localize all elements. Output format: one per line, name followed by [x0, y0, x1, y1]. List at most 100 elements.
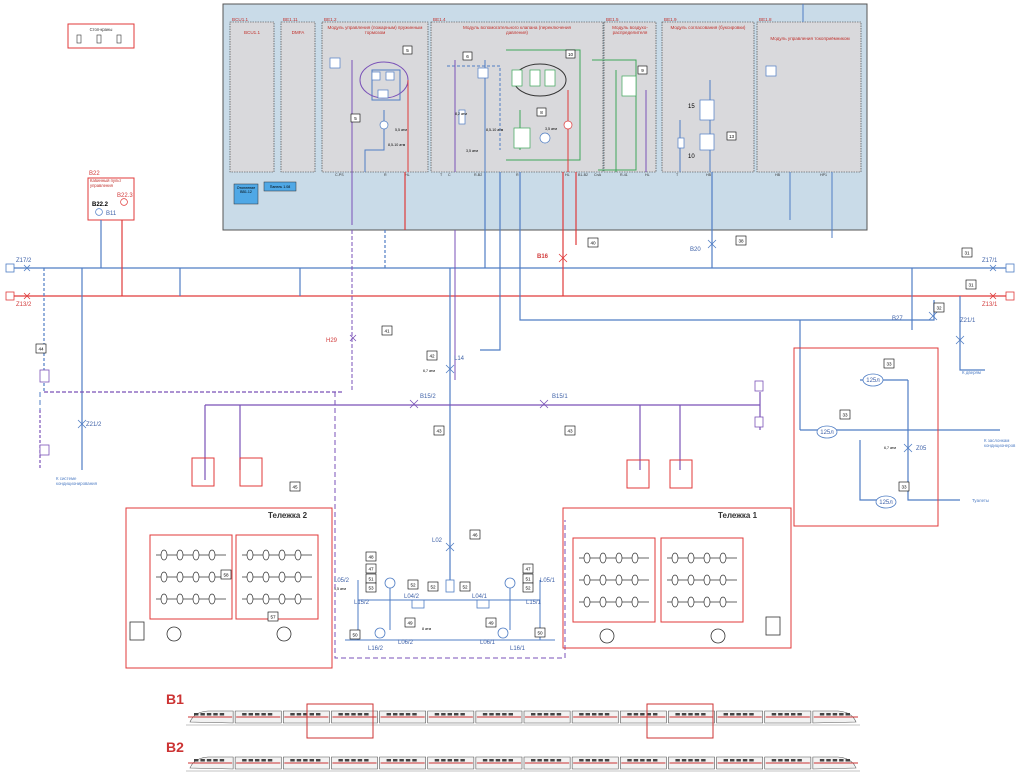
marker-number: 58 — [223, 573, 229, 578]
marker-box — [365, 582, 377, 593]
brake-cylinder-icon — [687, 552, 695, 564]
marker-number: 38 — [738, 239, 744, 244]
car-window — [482, 759, 488, 762]
svg-text:125л: 125л — [866, 378, 880, 384]
pipe-labels: Z17/2 Z13/2 Z17/1 Z13/1 B16 B20 B27 Z21/… — [16, 247, 998, 652]
brake-cylinder-icon — [583, 574, 591, 586]
marker-box — [289, 481, 301, 492]
car-window — [771, 759, 777, 762]
svg-text:B16: B16 — [537, 254, 549, 260]
main-pipes — [12, 172, 1012, 580]
car-window — [364, 759, 369, 762]
car-window — [290, 759, 295, 762]
gauge-icon — [95, 208, 103, 216]
brake-cylinder-icon — [583, 596, 591, 608]
end-valves — [5, 239, 1015, 552]
car-window — [730, 713, 735, 716]
car-window — [508, 713, 513, 716]
valve-icon — [477, 67, 489, 79]
train-b1: B1 — [166, 691, 860, 739]
svg-text:8 атм: 8 атм — [422, 627, 432, 631]
marker-box — [459, 581, 471, 592]
car-window — [604, 713, 610, 716]
module-port-labels: C-PS R HL T C R-B2 R HL B1-B2 CnA R-41 H… — [335, 173, 827, 177]
svg-text:H29: H29 — [326, 338, 338, 344]
brake-cylinder-icon — [192, 571, 200, 583]
gauge-icon — [504, 577, 516, 589]
marker-number: 50 — [352, 633, 358, 638]
marker-number: 43 — [436, 429, 442, 434]
car-window — [694, 713, 700, 716]
svg-text:B22.3: B22.3 — [117, 193, 133, 199]
svg-text:R: R — [516, 173, 519, 177]
marker-box — [933, 302, 945, 313]
marker-box — [883, 358, 895, 369]
panel-blue-labels: Отопление BB1.12 Панель 1.08 — [233, 181, 297, 205]
car-window — [592, 759, 597, 762]
car-window — [681, 759, 687, 762]
end-cock-icon — [5, 291, 15, 301]
marker-box — [485, 617, 497, 628]
end-cock-icon — [1005, 263, 1015, 273]
marker-number: 42 — [429, 354, 435, 359]
svg-text:BCU1.1: BCU1.1 — [232, 17, 249, 22]
brake-cylinder-icon — [160, 593, 168, 605]
car-window — [309, 713, 314, 716]
svg-text:C-PS: C-PS — [335, 173, 344, 177]
svg-text:B20: B20 — [690, 247, 701, 253]
valve-icon — [539, 132, 551, 144]
brake-cylinder-icon — [631, 574, 639, 586]
car-window — [242, 713, 247, 716]
car-window — [627, 759, 632, 762]
svg-text:6,7 атм: 6,7 атм — [423, 369, 436, 373]
svg-text:HB: HB — [775, 173, 781, 177]
module-boxes — [229, 21, 862, 173]
svg-text:L16/1: L16/1 — [510, 646, 526, 652]
car-window — [832, 713, 838, 716]
car-window — [749, 713, 754, 716]
svg-text:R-41: R-41 — [620, 173, 628, 177]
svg-text:R-B2: R-B2 — [474, 173, 482, 177]
brake-cylinder-icon — [599, 596, 607, 608]
car-window — [393, 713, 398, 716]
marker-box — [404, 617, 416, 628]
valve-icon — [409, 399, 419, 409]
car-window — [592, 713, 597, 716]
car-window — [688, 713, 693, 716]
car-window — [784, 759, 789, 762]
car-window — [543, 713, 549, 716]
car-window — [434, 759, 440, 762]
car-window — [502, 713, 507, 716]
marker-number: 41 — [384, 329, 390, 334]
car-window — [412, 759, 417, 762]
marker-number: 47 — [368, 567, 374, 572]
marker-number: 31 — [964, 251, 970, 256]
brake-cylinder-icon — [615, 596, 623, 608]
car-window — [675, 713, 680, 716]
module-titles: BCU1.1 DMFA Модуль управления (пожарным)… — [244, 25, 850, 41]
svg-text:Панель 1.08: Панель 1.08 — [270, 185, 290, 189]
car-window — [653, 759, 658, 762]
valve-icon — [511, 69, 523, 87]
brake-cylinder-icon — [599, 552, 607, 564]
car-window — [200, 713, 205, 716]
brake-cylinder-icon — [615, 574, 623, 586]
svg-text:5: 5 — [406, 48, 409, 53]
svg-text:B15/2: B15/2 — [420, 394, 436, 400]
sensor-icon — [129, 621, 145, 641]
svg-text:Z13/2: Z13/2 — [16, 302, 32, 308]
stop-cranes-box: Стоп-краны — [67, 23, 135, 49]
svg-text:6: 6 — [466, 54, 469, 59]
center-dashed-frame — [39, 392, 566, 659]
car-window — [296, 759, 302, 762]
svg-text:L16/2: L16/2 — [368, 646, 384, 652]
svg-text:Тележка 1: Тележка 1 — [718, 511, 758, 520]
brake-cylinder-icon — [294, 571, 302, 583]
svg-text:T: T — [676, 173, 679, 177]
marker-box — [407, 579, 419, 590]
car-window — [261, 713, 266, 716]
svg-text:8: 8 — [540, 110, 543, 115]
valve-icon — [379, 120, 389, 130]
car-window — [826, 759, 831, 762]
